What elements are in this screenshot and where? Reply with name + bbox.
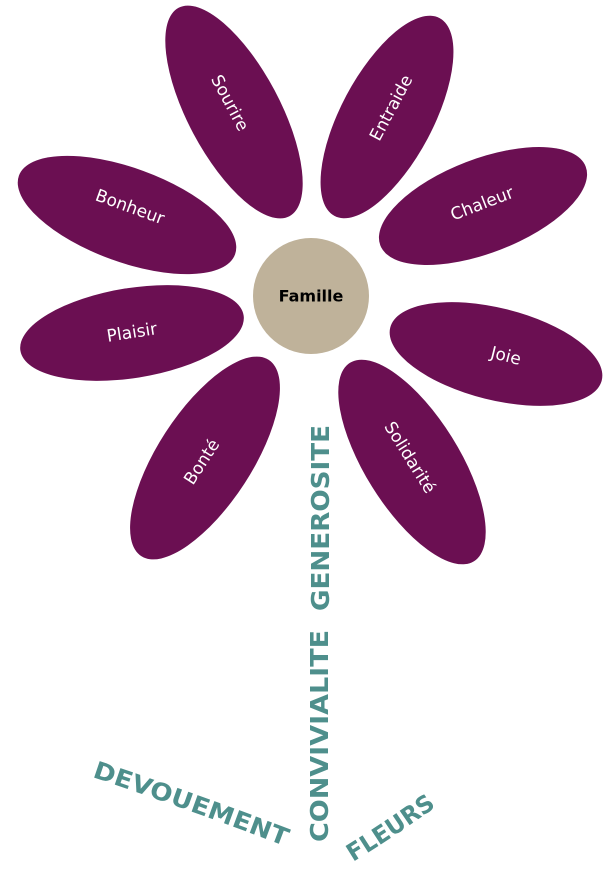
center-disc (253, 238, 369, 354)
petal-entraide: Entraide (320, 15, 454, 219)
petal-sourire-shape (165, 5, 303, 219)
stem-word-convivialite: CONVIVIALITE (305, 630, 334, 842)
petal-solidarite-shape (338, 359, 486, 565)
petal-plaisir-shape (20, 285, 244, 381)
petal-bonte: Bonté (130, 356, 280, 560)
leaf-word-fleurs: FLEURS (341, 789, 439, 867)
stem-word-generosite: GENEROSITE (306, 425, 335, 611)
leaf-word-devouement-path: DEVOUEMENT (90, 756, 293, 852)
petal-chaleur-shape (378, 147, 588, 265)
petal-bonte-shape (130, 356, 280, 560)
petal-bonheur: Bonheur (17, 155, 237, 275)
center-label: Famille (279, 287, 344, 306)
petal-sourire: Sourire (165, 5, 303, 219)
leaf-word-devouement: DEVOUEMENT (90, 756, 293, 852)
petal-joie: Joie (389, 302, 603, 406)
petal-joie-shape (389, 302, 603, 406)
petal-plaisir: Plaisir (20, 285, 244, 381)
petal-bonheur-shape (17, 155, 237, 275)
petal-entraide-shape (320, 15, 454, 219)
petal-chaleur: Chaleur (378, 147, 588, 265)
leaf-word-fleurs-path: FLEURS (341, 789, 439, 867)
flower-center: Famille (253, 238, 369, 354)
petal-solidarite: Solidarité (338, 359, 486, 565)
